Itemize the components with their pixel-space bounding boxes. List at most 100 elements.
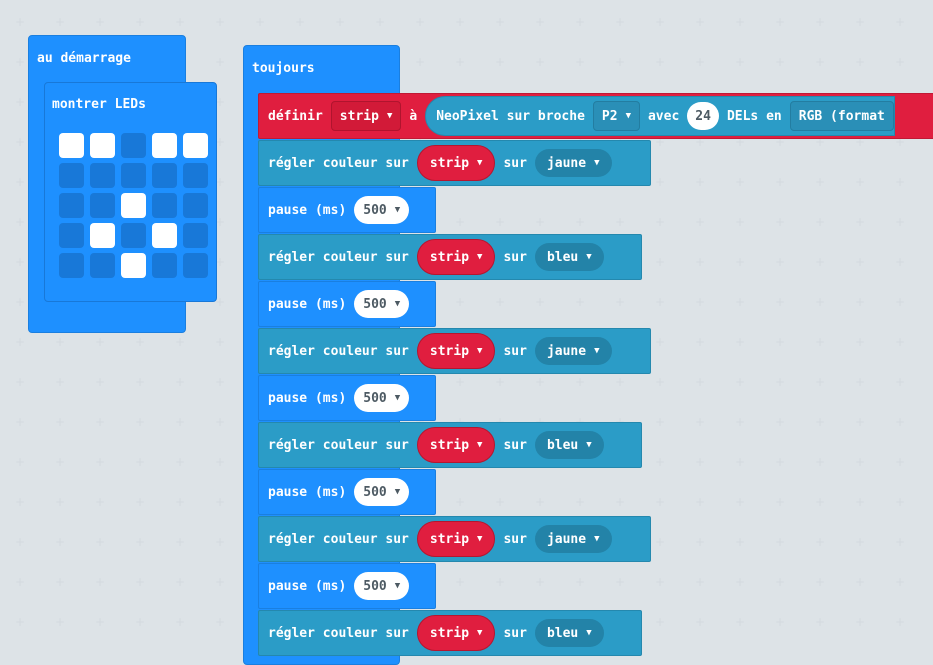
strip-variable[interactable]: strip▼: [416, 615, 496, 651]
grid-mark: +: [815, 375, 826, 389]
pause-duration-dropdown[interactable]: 500▼: [354, 290, 410, 318]
grid-mark: +: [775, 495, 786, 509]
color-dropdown[interactable]: jaune▼: [534, 337, 612, 365]
pause-duration-dropdown[interactable]: 500▼: [354, 478, 410, 506]
led-cell[interactable]: [183, 193, 208, 218]
strip-variable[interactable]: strip▼: [416, 145, 496, 181]
pause-duration-dropdown[interactable]: 500▼: [354, 572, 410, 600]
color-dropdown[interactable]: bleu▼: [534, 619, 604, 647]
grid-mark: +: [815, 455, 826, 469]
grid-mark: +: [215, 175, 226, 189]
led-cell[interactable]: [90, 163, 115, 188]
grid-mark: +: [775, 215, 786, 229]
grid-mark: +: [815, 335, 826, 349]
led-cell[interactable]: [183, 253, 208, 278]
grid-mark: +: [135, 535, 146, 549]
grid-mark: +: [655, 575, 666, 589]
set-color-block[interactable]: régler couleur sur strip▼ sur bleu▼: [258, 422, 642, 468]
chevron-down-icon: ▼: [394, 393, 401, 403]
grid-mark: +: [895, 455, 906, 469]
set-color-label: régler couleur sur: [268, 531, 409, 547]
pause-duration-dropdown[interactable]: 500▼: [354, 384, 410, 412]
grid-mark: +: [895, 15, 906, 29]
on-label: sur: [503, 249, 527, 265]
led-cell[interactable]: [59, 193, 84, 218]
led-cell[interactable]: [121, 163, 146, 188]
led-cell[interactable]: [183, 163, 208, 188]
grid-mark: +: [855, 295, 866, 309]
on-label: sur: [503, 625, 527, 641]
variable-dropdown[interactable]: strip ▼: [330, 101, 402, 131]
led-cell[interactable]: [59, 133, 84, 158]
pause-block[interactable]: pause (ms)500▼: [258, 563, 436, 609]
led-cell[interactable]: [90, 133, 115, 158]
grid-mark: +: [695, 575, 706, 589]
set-strip-block[interactable]: définir strip ▼ à NeoPixel sur broche P2…: [258, 93, 933, 139]
led-cell[interactable]: [121, 193, 146, 218]
color-dropdown[interactable]: bleu▼: [534, 431, 604, 459]
grid-mark: +: [895, 615, 906, 629]
pause-block[interactable]: pause (ms)500▼: [258, 187, 436, 233]
grid-mark: +: [695, 335, 706, 349]
led-cell[interactable]: [152, 133, 177, 158]
strip-variable[interactable]: strip▼: [416, 239, 496, 275]
led-cell[interactable]: [152, 223, 177, 248]
neopixel-create-block[interactable]: NeoPixel sur broche P2 ▼ avec 24 DELs en…: [425, 96, 895, 136]
grid-mark: +: [55, 535, 66, 549]
color-dropdown[interactable]: bleu▼: [534, 243, 604, 271]
led-cell[interactable]: [183, 223, 208, 248]
grid-mark: +: [215, 575, 226, 589]
grid-mark: +: [815, 255, 826, 269]
chevron-down-icon: ▼: [477, 440, 483, 450]
strip-variable[interactable]: strip▼: [416, 333, 496, 369]
show-leds-label: montrer LEDs: [52, 97, 146, 112]
led-cell[interactable]: [121, 133, 146, 158]
grid-mark: +: [855, 495, 866, 509]
grid-mark: +: [455, 295, 466, 309]
strip-label: strip: [429, 343, 470, 359]
led-cell[interactable]: [90, 193, 115, 218]
led-cell[interactable]: [152, 253, 177, 278]
grid-mark: +: [775, 175, 786, 189]
pause-block[interactable]: pause (ms)500▼: [258, 375, 436, 421]
pause-block[interactable]: pause (ms)500▼: [258, 469, 436, 515]
led-cell[interactable]: [59, 223, 84, 248]
grid-mark: +: [15, 55, 26, 69]
grid-mark: +: [135, 615, 146, 629]
led-cell[interactable]: [90, 223, 115, 248]
led-cell[interactable]: [90, 253, 115, 278]
grid-mark: +: [95, 15, 106, 29]
led-cell[interactable]: [152, 163, 177, 188]
grid-mark: +: [15, 295, 26, 309]
color-dropdown[interactable]: jaune▼: [534, 525, 612, 553]
grid-mark: +: [55, 375, 66, 389]
led-cell[interactable]: [121, 253, 146, 278]
grid-mark: +: [15, 455, 26, 469]
grid-mark: +: [95, 535, 106, 549]
strip-variable[interactable]: strip▼: [416, 427, 496, 463]
grid-mark: +: [575, 55, 586, 69]
color-dropdown[interactable]: jaune▼: [534, 149, 612, 177]
pin-dropdown[interactable]: P2 ▼: [592, 101, 640, 131]
grid-mark: +: [775, 415, 786, 429]
led-cell[interactable]: [152, 193, 177, 218]
on-label: sur: [503, 437, 527, 453]
led-cell[interactable]: [121, 223, 146, 248]
led-cell[interactable]: [59, 163, 84, 188]
set-color-label: régler couleur sur: [268, 437, 409, 453]
pause-duration-dropdown[interactable]: 500▼: [354, 196, 410, 224]
strip-variable[interactable]: strip▼: [416, 521, 496, 557]
led-cell[interactable]: [183, 133, 208, 158]
grid-mark: +: [695, 215, 706, 229]
led-count-input[interactable]: 24: [687, 102, 719, 130]
grid-mark: +: [735, 175, 746, 189]
led-cell[interactable]: [59, 253, 84, 278]
pause-block[interactable]: pause (ms)500▼: [258, 281, 436, 327]
format-dropdown[interactable]: RGB (format: [789, 101, 894, 131]
grid-mark: +: [775, 455, 786, 469]
